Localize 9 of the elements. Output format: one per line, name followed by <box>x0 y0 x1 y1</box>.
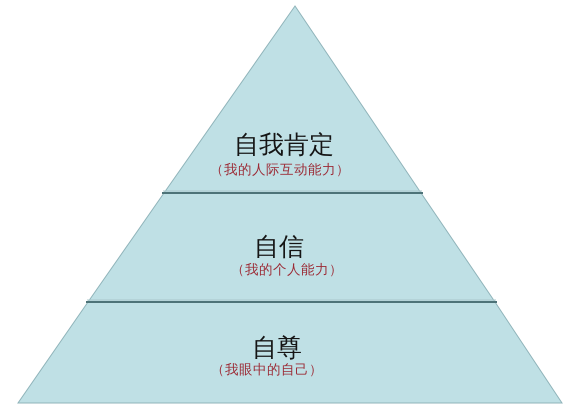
tier-note: （我的个人能力） <box>231 264 343 278</box>
tier-note: （我的人际互动能力） <box>210 164 350 178</box>
pyramid-tier <box>88 193 495 302</box>
tier-heading: 自我肯定 <box>234 132 334 156</box>
pyramid-tier <box>164 6 421 193</box>
tier-heading: 自信 <box>254 234 304 258</box>
tier-heading: 自尊 <box>252 334 302 360</box>
tier-note: （我眼中的自己） <box>211 364 323 378</box>
pyramid-tier <box>18 302 562 403</box>
